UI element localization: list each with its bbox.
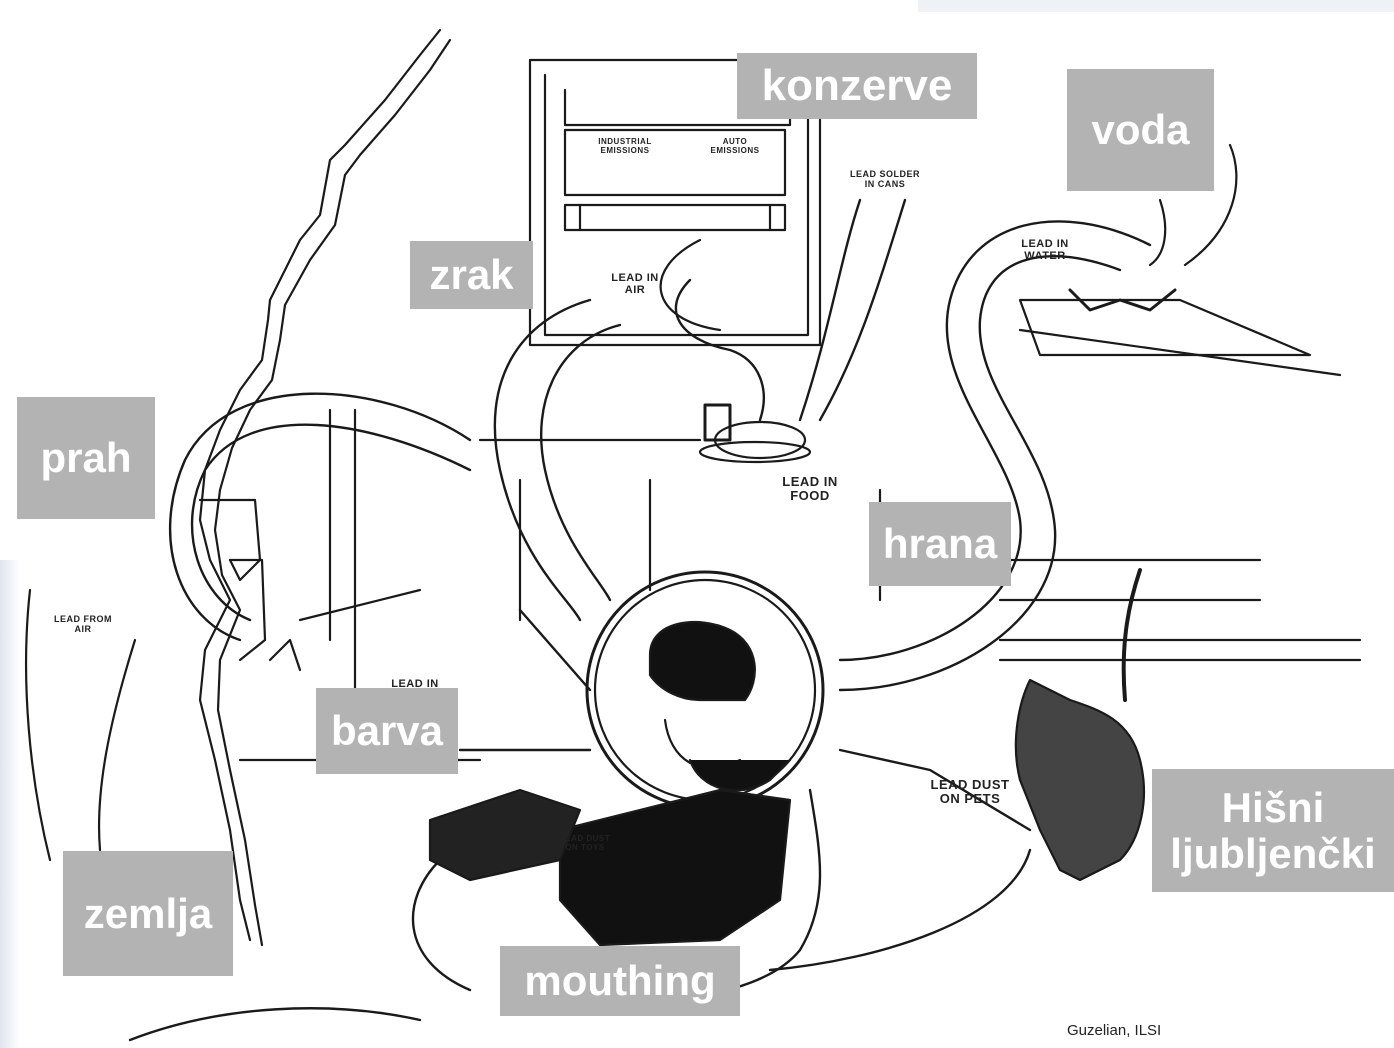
label-konzerve: konzerve: [737, 53, 977, 119]
caption-lead-from-air: LEAD FROM AIR: [38, 614, 128, 635]
child-hair: [648, 620, 756, 702]
caption-line: INDUSTRIAL: [598, 137, 652, 146]
source-credit: Guzelian, ILSI: [1067, 1022, 1162, 1039]
caption-lead-in-air: LEAD IN AIR: [600, 272, 670, 296]
slide-left-edge: [0, 560, 20, 1048]
label-hisni-ljubljencki: Hišni ljubljenčki: [1152, 769, 1394, 892]
caption-line: LEAD FROM: [54, 614, 112, 624]
caption-lead-in-food: LEAD IN FOOD: [770, 474, 850, 504]
toy-truck: [428, 788, 582, 882]
label-barva: barva: [316, 688, 458, 774]
caption-line: LEAD IN: [611, 272, 659, 284]
caption-line: ON TOYS: [565, 842, 605, 852]
caption-line: EMISSIONS: [710, 145, 760, 155]
caption-line: AUTO: [722, 137, 748, 146]
caption-line: LEAD DUST: [559, 834, 611, 843]
arrow-water: [838, 220, 1152, 662]
caption-lead-dust-pets: LEAD DUST ON PETS: [915, 777, 1025, 807]
caption-lead-solder: LEAD SOLDER IN CANS: [830, 169, 940, 190]
caption-line: AIR: [624, 284, 646, 297]
label-mouthing: mouthing: [500, 946, 740, 1016]
arrow-dust: [168, 392, 472, 642]
caption-line: ON PETS: [939, 791, 1001, 807]
arrow-cans: [798, 198, 862, 422]
child-body: [558, 788, 792, 947]
cat: [1014, 678, 1146, 882]
caption-lead-in-water: LEAD IN WATER: [1005, 238, 1085, 262]
caption-lead-dust-toys: LEAD DUST ON TOYS: [540, 834, 630, 853]
caption-line: IN CANS: [864, 178, 906, 189]
caption-line: WATER: [1024, 250, 1066, 263]
caption-line: LEAD SOLDER: [849, 169, 920, 179]
label-zemlja: zemlja: [63, 851, 233, 976]
caption-window-left: INDUSTRIAL EMISSIONS: [585, 137, 665, 156]
caption-line: FOOD: [790, 488, 830, 504]
label-hisni-line1: Hišni: [1221, 784, 1325, 832]
building-outline: [198, 28, 442, 942]
caption-line: AIR: [74, 623, 92, 634]
caption-window-right: AUTO EMISSIONS: [700, 137, 770, 156]
caption-line: EMISSIONS: [600, 145, 650, 155]
slide-top-bar: [918, 0, 1394, 12]
arrow-food: [674, 278, 765, 422]
caption-line: LEAD IN: [782, 474, 838, 489]
caption-line: LEAD IN: [1021, 238, 1069, 250]
sink: [1018, 298, 1312, 357]
caption-lead-in-paint: LEAD IN: [375, 678, 455, 690]
arrow-air: [493, 298, 592, 622]
caption-line: LEAD DUST: [930, 777, 1010, 792]
label-zrak: zrak: [410, 241, 533, 309]
label-prah: prah: [17, 397, 155, 519]
label-hrana: hrana: [869, 502, 1011, 586]
caption-line: LEAD IN: [391, 678, 439, 690]
label-hisni-line2: ljubljenčki: [1170, 829, 1376, 877]
label-voda: voda: [1067, 69, 1214, 191]
